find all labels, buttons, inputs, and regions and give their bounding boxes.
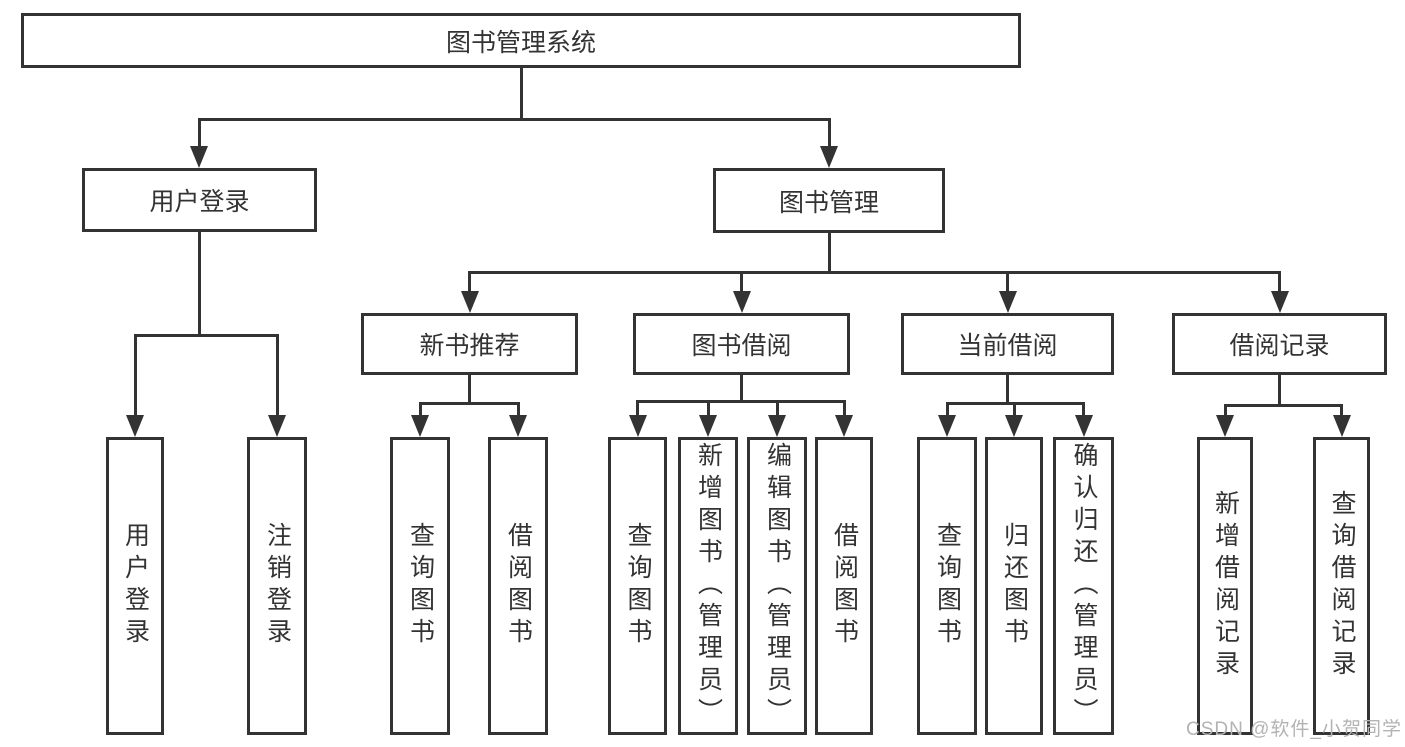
- node-current-borrowing: 当前借阅: [901, 313, 1114, 375]
- node-borrowing-records: 借阅记录: [1172, 313, 1387, 375]
- leaf-confirm-return-admin: 确认归还（管理员）: [1053, 437, 1114, 735]
- node-user-login: 用户登录: [82, 168, 317, 232]
- connector-line-v: [1013, 402, 1016, 417]
- connector-line-v: [707, 400, 710, 417]
- arrowhead-down-icon: [190, 146, 208, 168]
- connector-line-v: [468, 375, 471, 405]
- connector-line-v: [198, 118, 201, 152]
- connector-line-v: [1278, 271, 1281, 295]
- connector-line-v: [1278, 375, 1281, 407]
- connector-line-v: [517, 402, 520, 417]
- leaf-query-books-recommend: 查询图书: [390, 437, 450, 735]
- arrowhead-down-icon: [999, 291, 1017, 313]
- arrowhead-down-icon: [835, 415, 853, 437]
- node-library-management-system: 图书管理系统: [21, 13, 1021, 68]
- connector-line-v: [776, 400, 779, 417]
- leaf-edit-book-admin: 编辑图书（管理员）: [747, 437, 807, 735]
- node-book-borrowing: 图书借阅: [633, 313, 850, 375]
- arrowhead-down-icon: [1333, 415, 1351, 437]
- connector-line-v: [946, 402, 949, 417]
- connector-line-v: [134, 334, 137, 420]
- connector-line-h: [1224, 404, 1343, 407]
- connector-line-v: [828, 118, 831, 152]
- arrowhead-down-icon: [733, 291, 751, 313]
- connector-line-v: [198, 232, 201, 337]
- connector-line-v: [636, 400, 639, 417]
- connector-line-v: [520, 68, 523, 121]
- connector-line-h: [419, 402, 519, 405]
- connector-line-v: [843, 400, 846, 417]
- connector-line-v: [828, 233, 831, 274]
- connector-line-h: [636, 400, 845, 403]
- leaf-query-books-current: 查询图书: [917, 437, 977, 735]
- leaf-borrow-books-borrowing: 借阅图书: [815, 437, 873, 735]
- leaf-borrow-books-recommend: 借阅图书: [488, 437, 548, 735]
- node-new-book-recommendation: 新书推荐: [361, 313, 578, 375]
- leaf-add-borrow-record: 新增借阅记录: [1197, 437, 1253, 735]
- connector-line-h: [468, 271, 1281, 274]
- arrowhead-down-icon: [509, 415, 527, 437]
- arrowhead-down-icon: [126, 415, 144, 437]
- arrowhead-down-icon: [1271, 291, 1289, 313]
- leaf-add-book-admin: 新增图书（管理员）: [678, 437, 738, 735]
- connector-line-v: [1340, 404, 1343, 417]
- arrowhead-down-icon: [268, 415, 286, 437]
- connector-line-v: [1006, 271, 1009, 295]
- arrowhead-down-icon: [1216, 415, 1234, 437]
- watermark: CSDN @软件_小贺同学: [1186, 719, 1402, 740]
- connector-line-v: [276, 334, 279, 420]
- leaf-query-borrow-record: 查询借阅记录: [1313, 437, 1370, 735]
- connector-line-v: [1224, 404, 1227, 417]
- leaf-logout-login: 注销登录: [247, 437, 307, 735]
- connector-line-v: [1082, 402, 1085, 417]
- arrowhead-down-icon: [1075, 415, 1093, 437]
- arrowhead-down-icon: [461, 291, 479, 313]
- connector-line-v: [468, 271, 471, 295]
- connector-line-h: [198, 118, 831, 121]
- arrowhead-down-icon: [938, 415, 956, 437]
- connector-line-v: [419, 402, 422, 417]
- leaf-query-books-borrowing: 查询图书: [608, 437, 667, 735]
- arrowhead-down-icon: [629, 415, 647, 437]
- connector-line-h: [134, 334, 279, 337]
- leaf-user-login: 用户登录: [106, 437, 164, 735]
- arrowhead-down-icon: [1005, 415, 1023, 437]
- connector-line-v: [740, 375, 743, 403]
- connector-line-v: [740, 271, 743, 295]
- arrowhead-down-icon: [820, 146, 838, 168]
- arrowhead-down-icon: [768, 415, 786, 437]
- leaf-return-books: 归还图书: [985, 437, 1043, 735]
- node-book-management: 图书管理: [713, 168, 945, 233]
- connector-line-v: [1006, 375, 1009, 405]
- arrowhead-down-icon: [411, 415, 429, 437]
- arrowhead-down-icon: [699, 415, 717, 437]
